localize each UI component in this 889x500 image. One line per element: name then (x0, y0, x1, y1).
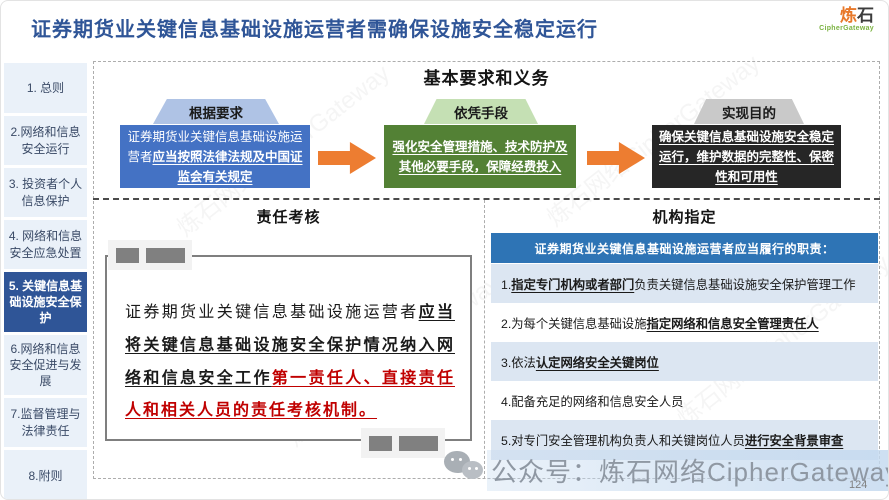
assessment-text-bold: 应当将关键信息基础设施安全保护情况纳入网络和信息安全工作 (125, 304, 455, 387)
duty-3-emphasis: 认定网络安全关键岗位 (535, 355, 659, 370)
duty-1-pre: 1. (501, 277, 512, 292)
page-title: 证券期货业关键信息基础设施运营者需确保设施安全稳定运行 (31, 19, 598, 41)
assessment-text-red: 第一责任人、直接责任人和相关人员的责任考核机制。 (125, 369, 455, 420)
step-tag-goal: 实现目的 (694, 99, 804, 124)
sidebar-item-3[interactable]: 3. 投资者个人信息保护 (4, 168, 87, 217)
duty-row-3: 3.依法认定网络安全关键岗位 (491, 342, 878, 381)
assessment-text: 证券期货业关键信息基础设施运营者应当将关键信息基础设施安全保护情况纳入网络和信息… (125, 297, 455, 428)
horizontal-divider (93, 198, 880, 200)
assessment-text-normal: 证券期货业关键信息基础设施运营者 (125, 304, 419, 321)
duty-5-emphasis: 进行安全背景审查 (744, 434, 844, 448)
assessment-quote-box (105, 255, 472, 441)
main-panel-border (93, 61, 880, 479)
step-box-basis-normal: 证券期货业关键信息基础设施运营者 (127, 129, 303, 164)
duties-header-bar: 证券期货业关键信息基础设施运营者应当履行的职责： (491, 233, 878, 263)
duty-row-2: 2.为每个关键信息基础设施指定网络和信息安全管理责任人 (491, 303, 878, 342)
logo-en-text: CipherGateway (819, 24, 874, 32)
step-box-basis: 证券期货业关键信息基础设施运营者应当按照法律法规及中国证监会有关规定 (120, 125, 310, 188)
redacted-label (108, 240, 192, 270)
sidebar-item-8[interactable]: 8.附则 (4, 450, 87, 499)
official-account-watermark: 公众号：炼石网络CipherGateway (487, 450, 888, 491)
duty-1-emphasis: 指定专门机构或者部门 (511, 277, 635, 292)
duty-2-pre: 2.为每个关键信息基础设施 (501, 316, 647, 331)
duty-2-emphasis: 指定网络和信息安全管理责任人 (646, 316, 819, 331)
vertical-divider (484, 200, 485, 479)
step-box-means: 强化安全管理措施、技术防护及其他必要手段，保障经费投入 (384, 125, 576, 188)
sidebar-item-5-active[interactable]: 5. 关键信息基础设施安全保护 (4, 272, 87, 332)
step-box-goal-emphasis: 确保关键信息基础设施安全稳定运行，维护数据的完整性、保密性和可用性 (659, 129, 835, 184)
sidebar-item-2[interactable]: 2.网络和信息安全运行 (4, 116, 87, 165)
section-title-duties: 机构指定 (652, 209, 717, 226)
step-box-means-emphasis: 强化安全管理措施、技术防护及其他必要手段，保障经费投入 (392, 139, 568, 174)
sidebar-item-7[interactable]: 7.监督管理与法律责任 (4, 398, 87, 447)
section-title-assessment: 责任考核 (256, 209, 321, 226)
logo-cn-text: 炼石 (840, 6, 874, 25)
redacted-label (361, 428, 445, 458)
duty-3-pre: 3.依法 (501, 355, 536, 370)
brand-logo: 炼石 CipherGateway (819, 7, 874, 32)
sidebar: 1. 总则 2.网络和信息安全运行 3. 投资者个人信息保护 4. 网络和信息安… (4, 63, 87, 499)
step-tag-means: 依凭手段 (424, 99, 538, 124)
step-tag-basis: 根据要求 (153, 99, 279, 124)
wechat-icon (444, 451, 486, 485)
sidebar-item-6[interactable]: 6.网络和信息安全促进与发展 (4, 335, 87, 395)
section-title-basic-requirements: 基本要求和义务 (423, 69, 550, 88)
duty-1-post: 负责关键信息基础设施安全保护管理工作 (634, 277, 856, 292)
sidebar-item-1[interactable]: 1. 总则 (4, 63, 87, 113)
duty-5-pre: 5.对专门安全管理机构负责人和关键岗位人员 (501, 434, 745, 448)
duty-4-pre: 4.配备充足的网络和信息安全人员 (501, 394, 684, 409)
duty-row-4: 4.配备充足的网络和信息安全人员 (491, 381, 878, 420)
step-box-basis-emphasis: 应当按照法律法规及中国证监会有关规定 (152, 149, 303, 184)
step-box-goal: 确保关键信息基础设施安全稳定运行，维护数据的完整性、保密性和可用性 (652, 125, 841, 188)
page-number: 124 (849, 479, 868, 491)
duty-row-1: 1.指定专门机构或者部门负责关键信息基础设施安全保护管理工作 (491, 264, 878, 303)
sidebar-item-4[interactable]: 4. 网络和信息安全应急处置 (4, 220, 87, 269)
